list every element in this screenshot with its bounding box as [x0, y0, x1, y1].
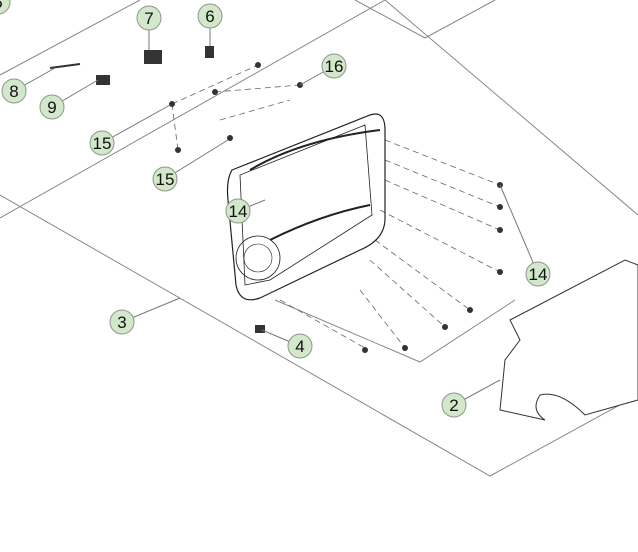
callout-label: 6 — [205, 7, 214, 26]
callout-8: 8 — [1, 67, 56, 104]
callout-circle — [321, 53, 347, 79]
callout-label: 15 — [93, 134, 112, 153]
callout-7: 7 — [136, 5, 162, 50]
callout-label: 3 — [117, 313, 126, 332]
leader-line — [499, 184, 539, 275]
callout-5: 5 — [0, 0, 11, 15]
callout-4: 4 — [261, 329, 313, 359]
callout-14: 14 — [499, 184, 551, 287]
callout-circle — [0, 0, 11, 15]
callout-15: 15 — [89, 104, 171, 156]
callout-label: 15 — [156, 170, 175, 189]
insulator-panel — [499, 259, 638, 421]
callout-label: 14 — [229, 202, 248, 221]
small-parts — [49, 46, 503, 353]
callout-label: 9 — [47, 98, 56, 117]
callout-label: 7 — [144, 9, 153, 28]
callout-circle — [287, 333, 313, 359]
dashed-fastener-lines — [171, 64, 501, 349]
callout-circle — [89, 130, 115, 156]
callout-9: 9 — [39, 79, 99, 120]
callout-circle — [109, 309, 135, 335]
callout-circle — [197, 3, 223, 29]
callout-label: 14 — [529, 265, 548, 284]
outline-lines — [0, 0, 638, 477]
leader-line — [101, 104, 171, 144]
callout-circle — [1, 78, 27, 104]
callout-group: 5 7 6 16 8 9 15 15 14 14 3 4 2 — [0, 0, 551, 418]
callout-label: 4 — [295, 337, 304, 356]
door-trim-panel — [226, 113, 386, 301]
callout-circle — [225, 198, 251, 224]
callout-circle — [152, 166, 178, 192]
callout-circle — [525, 261, 551, 287]
callout-16: 16 — [299, 53, 347, 86]
callout-15: 15 — [152, 139, 229, 192]
callout-circle — [136, 5, 162, 31]
callout-circle — [441, 392, 467, 418]
callout-label: 8 — [9, 82, 18, 101]
callout-14: 14 — [225, 198, 266, 224]
callout-label: 16 — [325, 57, 344, 76]
callout-3: 3 — [109, 297, 181, 335]
callout-6: 6 — [197, 3, 223, 46]
callout-circle — [39, 94, 65, 120]
callout-label: 5 — [0, 0, 3, 12]
callout-2: 2 — [441, 379, 501, 418]
callout-label: 2 — [449, 396, 458, 415]
